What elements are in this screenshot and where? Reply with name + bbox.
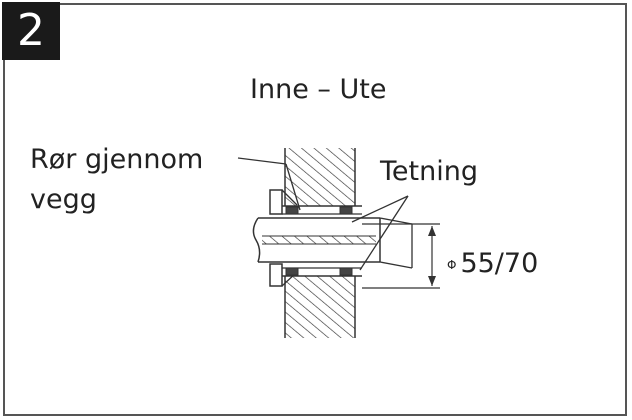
pipe-through-wall-label: Rør gjennom vegg <box>30 144 204 215</box>
diameter-value: 55/70 <box>460 248 539 279</box>
seal-label: Tetning <box>380 156 478 187</box>
seal-leader-lines <box>351 195 409 271</box>
pipe <box>252 217 381 263</box>
seal-rings <box>285 206 353 276</box>
inside-outside-label: Inne – Ute <box>250 74 387 105</box>
sleeve-flange <box>269 189 298 287</box>
pipe-leader-line <box>237 157 301 211</box>
step-number-badge: 2 <box>2 2 60 60</box>
diameter-dimension <box>362 223 440 289</box>
diameter-symbol: Φ <box>447 257 457 272</box>
pipe-extension <box>379 217 413 269</box>
